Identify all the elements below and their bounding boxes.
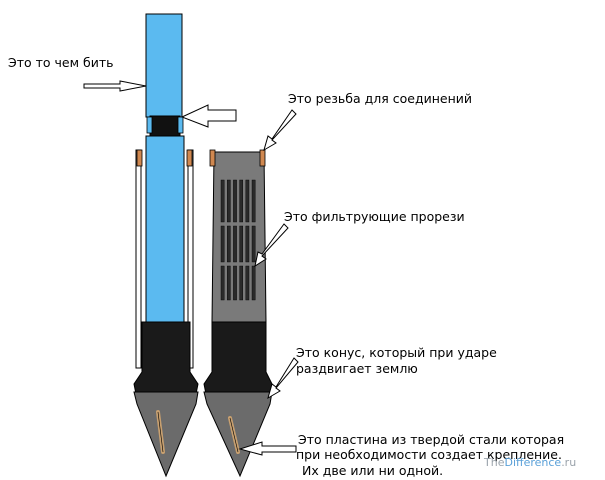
filter-slot xyxy=(239,225,244,263)
plate-label-line3: Их две или ни одной. xyxy=(302,463,444,478)
filter-slot xyxy=(233,265,237,301)
watermark-part1: The xyxy=(484,456,505,469)
right-tip xyxy=(203,391,273,478)
filter-slot xyxy=(220,265,225,301)
thread-connector-right-ring xyxy=(177,116,184,134)
hammer-label: Это то чем бить xyxy=(8,55,114,70)
filter-slot xyxy=(251,179,256,223)
filter-slot xyxy=(220,179,225,223)
watermark: TheDifference.ru xyxy=(484,456,576,469)
filter-slot xyxy=(245,265,250,301)
filter-slots xyxy=(220,179,256,301)
filter-slot xyxy=(245,179,250,223)
filter-slot xyxy=(226,265,231,301)
filter-slot xyxy=(233,179,237,223)
thread-arrow xyxy=(180,104,237,128)
filter-slot xyxy=(251,265,256,301)
plate-label-line1: Это пластина из твердой стали которая xyxy=(298,432,565,447)
thread-arrow-right xyxy=(263,109,297,152)
right-thread-ring-right xyxy=(259,149,266,167)
filter-slot xyxy=(226,225,231,263)
cone-label-line2: раздвигает землю xyxy=(296,361,418,376)
filter-slot xyxy=(251,225,256,263)
thread-label: Это резьба для соединений xyxy=(288,91,472,106)
right-filter-pipe xyxy=(211,151,267,323)
filter-slot xyxy=(245,225,250,263)
slots-arrow xyxy=(254,223,289,268)
right-thread-ring-left xyxy=(209,149,216,167)
left-casing-wall-left xyxy=(135,149,142,369)
right-cone-body xyxy=(203,321,273,395)
cone-label-line1: Это конус, который при ударе xyxy=(296,345,497,360)
plate-label-line2: при необходимости создает крепление. xyxy=(296,447,562,462)
filter-slot xyxy=(233,225,237,263)
filter-slot xyxy=(239,265,244,301)
cone-arrow xyxy=(267,357,299,400)
watermark-part2: Difference xyxy=(504,456,562,469)
left-thread-ring-right xyxy=(186,149,193,167)
filter-slot xyxy=(220,225,225,263)
left-cone-body xyxy=(133,321,199,395)
slots-label: Это фильтрующие прорези xyxy=(284,209,465,224)
filter-slot xyxy=(239,179,244,223)
watermark-part3: .ru xyxy=(561,456,577,469)
thread-connector-left-ring xyxy=(146,116,153,134)
left-tip xyxy=(133,391,199,478)
hammer-arrow xyxy=(83,80,147,92)
filter-slot xyxy=(226,179,231,223)
driving-rod xyxy=(145,13,183,118)
thread-connector xyxy=(149,115,181,137)
left-thread-ring-left xyxy=(136,149,143,167)
left-inner-pipe xyxy=(145,135,185,323)
plate-arrow xyxy=(238,441,297,456)
